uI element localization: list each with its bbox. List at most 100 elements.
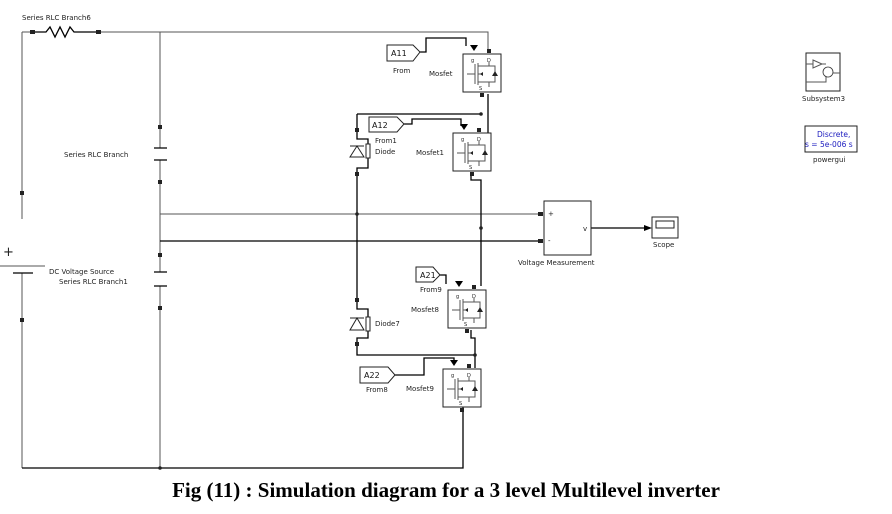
from-block-a22[interactable]: A22 From8: [359, 366, 396, 394]
wire-gate-a22: [395, 357, 455, 376]
mosfet-icon: [452, 298, 481, 323]
series-rlc-branch[interactable]: Series RLC Branch: [64, 125, 167, 184]
label-rlc6: Series RLC Branch6: [22, 14, 91, 22]
mosfet1-block[interactable]: g D S Mosfet1: [416, 124, 492, 176]
svg-text:D: D: [472, 294, 476, 300]
svg-text:A12: A12: [372, 121, 388, 130]
diode7-block[interactable]: Diode7: [349, 298, 400, 346]
scope-screen-icon: [655, 220, 675, 229]
drain-port: [467, 364, 471, 368]
mosfet-label: Mosfet: [429, 70, 453, 78]
svg-text:A11: A11: [391, 49, 407, 58]
voltage-measurement-block[interactable]: + - v Voltage Measurement: [518, 200, 595, 267]
mosfet-label: Mosfet1: [416, 149, 444, 157]
svg-text:From1: From1: [375, 137, 397, 145]
svg-text:A22: A22: [364, 371, 380, 380]
svg-text:Diode7: Diode7: [375, 320, 400, 328]
body-diode-icon: [465, 307, 483, 312]
svg-text:A21: A21: [420, 271, 436, 280]
source-port: [460, 408, 464, 412]
svg-text:v: v: [583, 225, 587, 233]
svg-text:S: S: [464, 322, 467, 328]
mosfet-label: Mosfet8: [411, 306, 439, 314]
svg-text:D: D: [487, 58, 491, 64]
gate-arrow-icon: [460, 124, 468, 130]
scope-block[interactable]: Scope: [644, 216, 679, 249]
wire-m1-m8: [470, 172, 482, 286]
mosfet-label: Mosfet9: [406, 385, 434, 393]
source-port: [470, 172, 474, 176]
svg-text:g: g: [456, 294, 459, 300]
subsystem3-block[interactable]: Subsystem3: [802, 52, 845, 103]
svg-text:Diode: Diode: [375, 148, 395, 156]
gate-arrow-icon: [470, 45, 478, 51]
mosfet-icon: [467, 62, 496, 87]
mosfet9-block[interactable]: g D S Mosfet9: [406, 360, 482, 412]
drain-port: [487, 49, 491, 53]
wire-m8-m9: [470, 330, 476, 368]
capacitor-icon: [154, 271, 167, 287]
from-block-a12[interactable]: A12 From1: [368, 116, 405, 145]
svg-text:S: S: [479, 86, 482, 92]
label-rlc1: Series RLC Branch1: [59, 278, 128, 286]
svg-text:S: S: [469, 165, 472, 171]
svg-text:g: g: [451, 373, 454, 379]
figure-caption: Fig (11) : Simulation diagram for a 3 le…: [172, 478, 720, 502]
diode-icon: [349, 317, 365, 331]
mosfet-icon: [447, 377, 476, 402]
svg-text:g: g: [471, 58, 474, 64]
source-port: [480, 93, 484, 97]
diode-icon: [349, 145, 365, 158]
mosfet-block[interactable]: g D S Mosfet: [429, 45, 502, 97]
mosfet8-block[interactable]: g D S Mosfet8: [411, 281, 487, 333]
source-port: [465, 329, 469, 333]
resistor-icon: [35, 25, 96, 39]
subsystem-icon: [806, 59, 840, 83]
gate-arrow-icon: [455, 281, 463, 287]
wire-gate-a21: [440, 274, 447, 284]
svg-text:Subsystem3: Subsystem3: [802, 95, 845, 103]
svg-text:-: -: [548, 237, 551, 245]
svg-text:From: From: [393, 67, 411, 75]
powergui-block[interactable]: Discrete, s = 5e-006 s powergui: [804, 125, 858, 164]
from-block-a11[interactable]: A11 From: [386, 44, 421, 75]
svg-text:Scope: Scope: [653, 241, 674, 249]
wire-diode-bottom: [356, 342, 475, 356]
snubber-resistor-icon: [365, 143, 371, 159]
svg-text:Discrete,: Discrete,: [817, 130, 850, 139]
simulink-diagram: Series RLC Branch6 Series RLC Branch Ser…: [0, 14, 858, 470]
capacitor-icon: [154, 147, 167, 161]
body-diode-icon: [480, 71, 498, 76]
dc-voltage-source[interactable]: + DC Voltage Source: [0, 191, 114, 322]
wire-gate-a12: [404, 118, 462, 126]
label-dc-source: DC Voltage Source: [49, 268, 114, 276]
arrow-icon: [644, 225, 652, 231]
svg-text:From9: From9: [420, 286, 442, 294]
svg-text:D: D: [477, 137, 481, 143]
drain-port: [472, 285, 476, 289]
svg-text:From8: From8: [366, 386, 388, 394]
gate-arrow-icon: [450, 360, 458, 366]
svg-text:s = 5e-006 s: s = 5e-006 s: [805, 140, 853, 149]
label-voltage-measurement: Voltage Measurement: [518, 259, 595, 267]
drain-port: [477, 128, 481, 132]
svg-text:S: S: [459, 401, 462, 407]
mosfet-icon: [457, 141, 486, 166]
diode-block[interactable]: Diode: [349, 128, 395, 176]
svg-text:powergui: powergui: [813, 156, 845, 164]
wire-top-rail: [100, 31, 489, 50]
wire-gate-a11: [420, 37, 467, 53]
series-rlc-branch6[interactable]: Series RLC Branch6: [22, 14, 101, 39]
svg-text:+: +: [548, 210, 554, 218]
snubber-resistor-icon: [365, 316, 371, 332]
body-diode-icon: [460, 386, 478, 391]
body-diode-icon: [470, 150, 488, 155]
series-rlc-branch1[interactable]: Series RLC Branch1: [59, 253, 167, 310]
svg-text:g: g: [461, 137, 464, 143]
label-rlc: Series RLC Branch: [64, 151, 128, 159]
wire-bottom-rail: [22, 402, 464, 469]
from-block-a21[interactable]: A21 From9: [415, 266, 442, 294]
plus-sign: +: [3, 245, 14, 260]
svg-text:D: D: [467, 373, 471, 379]
